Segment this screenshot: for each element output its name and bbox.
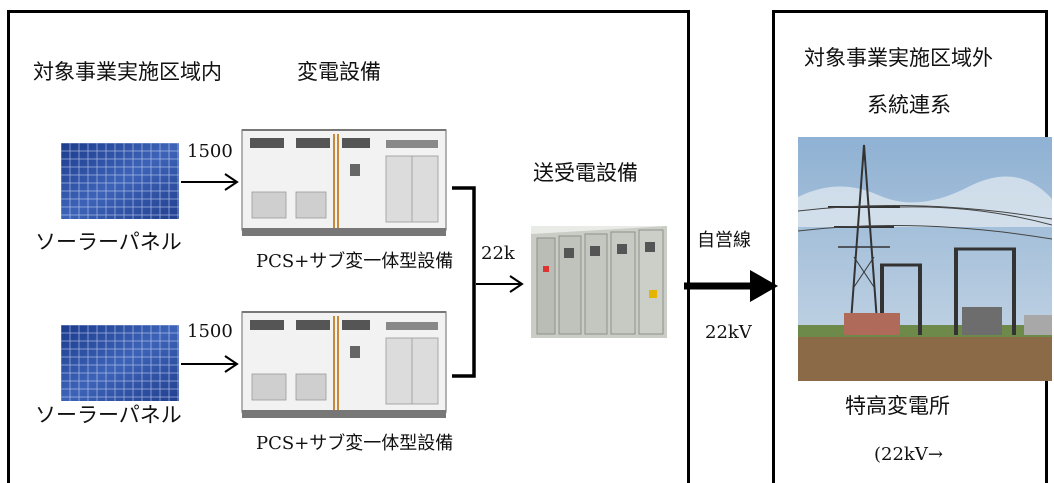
arrow-right-icon xyxy=(181,173,239,191)
thick-arrow-right-icon xyxy=(684,270,778,302)
combiner-bracket xyxy=(452,186,524,378)
substation-name-label: 特高変電所 xyxy=(845,394,950,418)
pcs-container-image xyxy=(241,129,447,236)
pcs-unit-label: PCS+サブ変一体型設備 xyxy=(256,433,454,454)
panel-output-value: 1500 xyxy=(187,321,233,342)
solar-panel-image xyxy=(61,325,179,401)
pcs-unit-label: PCS+サブ変一体型設備 xyxy=(256,251,454,272)
private-line-label: 自営線 xyxy=(697,230,751,251)
switchgear-image xyxy=(531,226,667,338)
pcs-container-image xyxy=(241,311,447,418)
transmission-equipment-label: 送受電設備 xyxy=(533,161,638,185)
substation-voltage-note: (22kV→ xyxy=(874,444,943,465)
solar-panel-label: ソーラーパネル xyxy=(35,403,182,427)
outside-area-title: 対象事業実施区域外 xyxy=(804,46,993,70)
bus-voltage-label: 22k xyxy=(481,243,515,264)
inside-area-title: 対象事業実施区域内 xyxy=(33,60,222,84)
substation-equipment-label: 変電設備 xyxy=(297,60,381,84)
solar-panel-label: ソーラーパネル xyxy=(35,230,182,254)
solar-panel-image xyxy=(61,143,179,219)
private-line-voltage: 22kV xyxy=(705,322,752,343)
arrow-right-icon xyxy=(181,355,239,373)
grid-connection-label: 系統連系 xyxy=(867,93,951,117)
panel-output-value: 1500 xyxy=(187,141,233,162)
extra-high-voltage-substation-image xyxy=(798,137,1052,381)
